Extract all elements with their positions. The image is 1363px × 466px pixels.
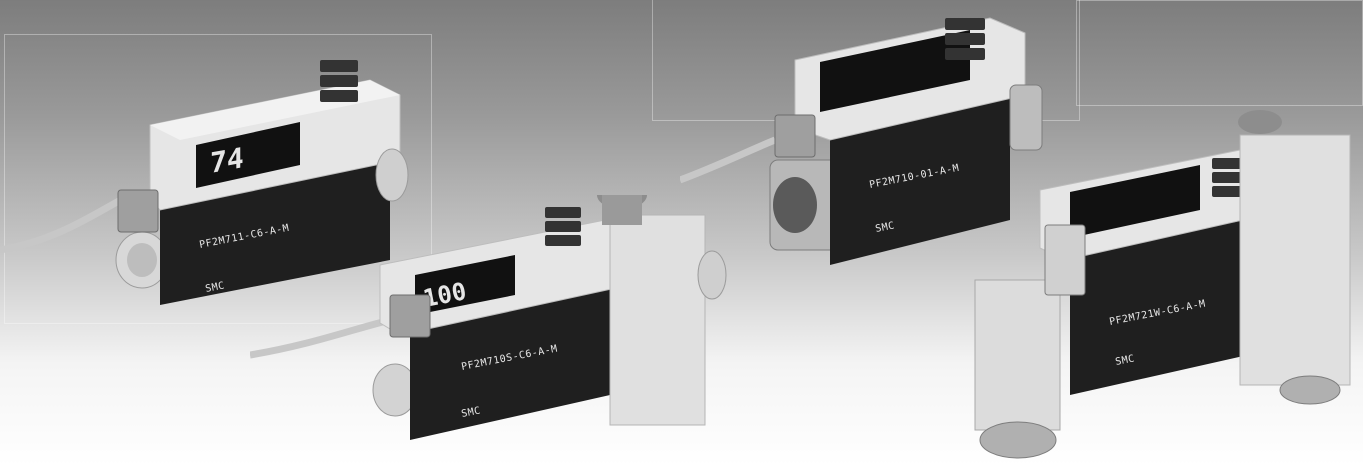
- brand-label: SMC: [460, 405, 481, 420]
- brand-label: SMC: [874, 220, 895, 235]
- brand-label: SMC: [1114, 353, 1135, 368]
- flow-switch-pf2m711: 74 PF2M711-C6-A-M SMC: [0, 60, 409, 305]
- flow-switch-pf2m721w: PF2M721W-C6-A-M SMC: [974, 110, 1351, 459]
- flow-switch-pf2m710s: 100 PF2M710S-C6-A-M SMC: [250, 195, 727, 440]
- flow-switch-pf2m710-01: PF2M710-01-A-M SMC: [680, 17, 1043, 265]
- backdrop-panel-right: [1076, 0, 1363, 106]
- backdrop-panel-left: [4, 34, 432, 324]
- brand-label: SMC: [204, 280, 225, 295]
- display-readout: 74: [210, 141, 244, 180]
